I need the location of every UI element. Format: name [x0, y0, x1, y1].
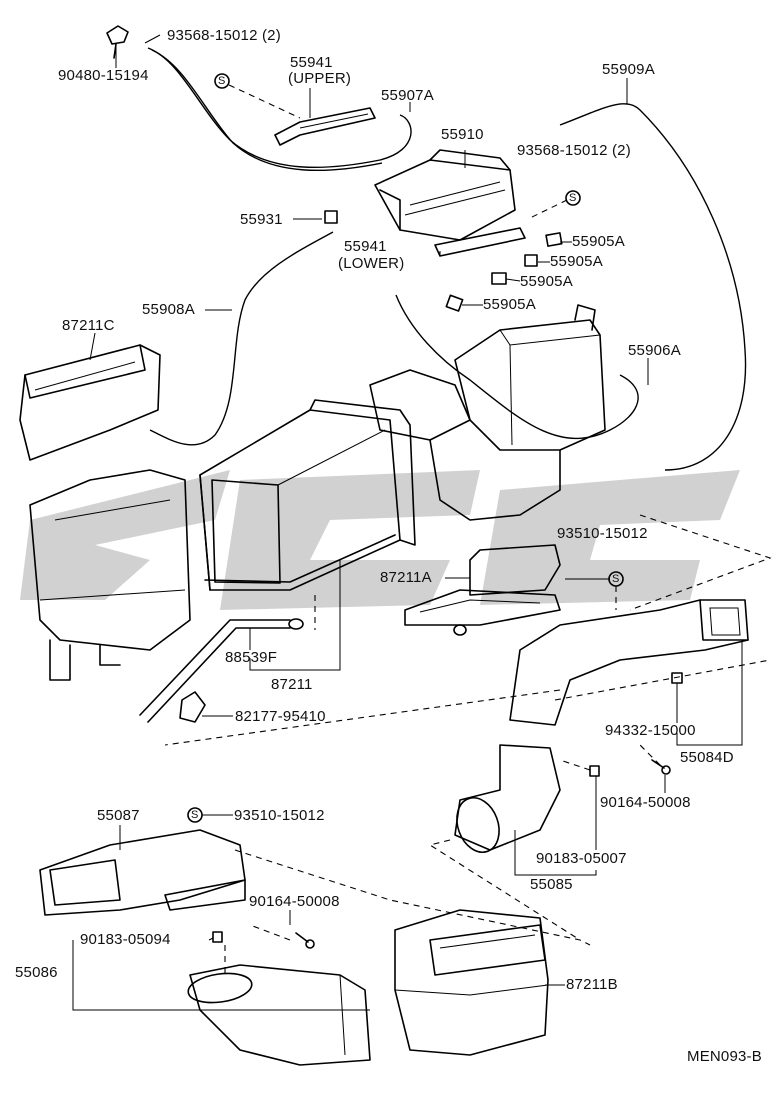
label-55907A: 55907A	[381, 87, 434, 104]
label-55941-lower-sub: (LOWER)	[338, 255, 405, 272]
label-90164-50008-left: 90164-50008	[249, 893, 340, 910]
bracket-55941-upper	[274, 107, 376, 146]
label-87211: 87211	[271, 676, 313, 693]
assembly-dashed-lines	[164, 84, 772, 975]
blower-unit	[29, 469, 191, 681]
s-symbol-4: S	[191, 809, 199, 821]
label-55910: 55910	[441, 126, 484, 143]
duct-87211A	[404, 544, 561, 636]
label-93510-15012-upper: 93510-15012	[557, 525, 648, 542]
label-93568-15012-right: 93568-15012 (2)	[517, 142, 631, 159]
label-55941-upper-sub: (UPPER)	[288, 70, 352, 87]
duct-55085	[454, 744, 561, 853]
label-55909A: 55909A	[602, 61, 655, 78]
label-55086: 55086	[15, 964, 58, 981]
label-55905A-1: 55905A	[572, 233, 625, 250]
label-55905A-4: 55905A	[483, 296, 536, 313]
label-93568-15012-upper: 93568-15012 (2)	[167, 27, 281, 44]
label-55087: 55087	[97, 807, 140, 824]
control-assembly-55910	[374, 149, 516, 241]
tube-88539F	[139, 618, 304, 723]
label-55905A-3: 55905A	[520, 273, 573, 290]
duct-87211	[199, 399, 416, 591]
label-55908A: 55908A	[142, 301, 195, 318]
label-87211B: 87211B	[566, 976, 618, 993]
label-94332-15000: 94332-15000	[605, 722, 696, 739]
heater-unit	[369, 304, 606, 521]
screws	[212, 672, 683, 949]
duct-55086	[187, 964, 371, 1066]
reference-code: MEN093-B	[687, 1048, 762, 1065]
clip-90480-15194	[106, 25, 129, 59]
label-55931: 55931	[240, 211, 283, 228]
watermark-logo	[20, 470, 740, 610]
label-93510-15012-lower: 93510-15012	[234, 807, 325, 824]
s-symbol-2: S	[569, 192, 577, 204]
label-90183-05007: 90183-05007	[536, 850, 627, 867]
label-90164-50008-right: 90164-50008	[600, 794, 691, 811]
bracket-55941-lower	[434, 227, 526, 257]
control-cables	[147, 47, 747, 471]
duct-87211C	[19, 344, 161, 461]
leader-lines	[72, 34, 743, 1011]
s-symbol-3: S	[612, 573, 620, 585]
label-90480-15194: 90480-15194	[58, 67, 149, 84]
label-82177-95410: 82177-95410	[235, 708, 326, 725]
label-87211C: 87211C	[62, 317, 115, 334]
duct-55084D	[509, 599, 749, 726]
duct-55087	[39, 829, 246, 916]
clamp-82177-95410	[179, 691, 206, 723]
label-55085: 55085	[530, 876, 573, 893]
label-87211A: 87211A	[380, 569, 432, 586]
label-55084D: 55084D	[680, 749, 734, 766]
s-symbol-1: S	[218, 75, 226, 87]
label-55906A: 55906A	[628, 342, 681, 359]
label-55941-lower: 55941	[344, 238, 387, 255]
clips-55905A	[324, 210, 563, 312]
label-90183-05094: 90183-05094	[80, 931, 171, 948]
label-88539F: 88539F	[225, 649, 278, 666]
duct-87211B	[394, 909, 549, 1056]
label-55905A-2: 55905A	[550, 253, 603, 270]
label-55941-upper: 55941	[290, 54, 333, 71]
